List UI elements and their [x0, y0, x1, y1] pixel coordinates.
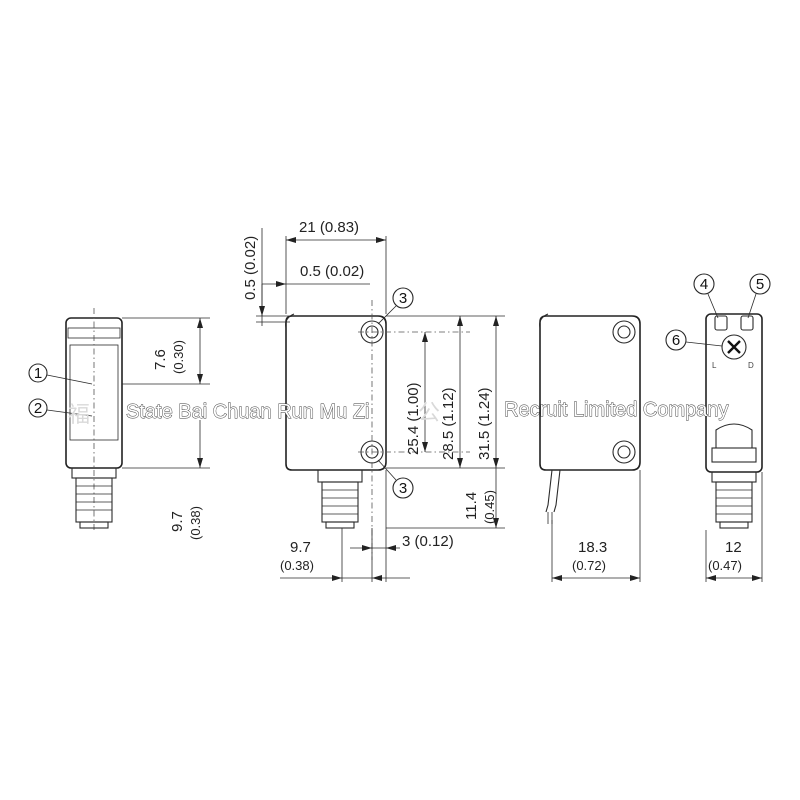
dim-0-5-horizontal: 0.5 (0.02)	[300, 263, 364, 280]
front-view: 7.6 (0.30) 9.7 (0.38) 1 2	[28, 308, 210, 540]
callout-4	[693, 273, 715, 295]
side-view: 21 (0.83) 0.5 (0.02) 0.5 (0.02) 25.4 (1.…	[242, 219, 505, 582]
cable-view-housing	[539, 315, 641, 471]
dim-11-4: 11.4	[463, 492, 480, 520]
rear-connector-body	[715, 481, 753, 523]
rear-view-cable-exit	[715, 423, 753, 448]
callout-2-label: 2	[34, 400, 42, 417]
callout-6-label: 6	[672, 332, 680, 349]
callout-3-top-label: 3	[399, 290, 407, 307]
watermark-left-text: State Bai Chuan Run Mu Zi	[126, 401, 369, 423]
side-connector-collar	[317, 469, 363, 483]
dim-18-3: 18.3	[578, 539, 607, 556]
callout-2	[28, 398, 48, 418]
dim-12: 12	[725, 539, 742, 556]
dim-18-3-inch: (0.72)	[572, 558, 606, 573]
callout-4-label: 4	[700, 276, 708, 293]
dim-9-7-bottom-inch: (0.38)	[280, 558, 314, 573]
dim-21: 21 (0.83)	[299, 219, 359, 236]
callout-3-top	[392, 287, 414, 309]
callout-6	[665, 329, 687, 351]
dim-25-4: 25.4 (1.00)	[405, 382, 422, 455]
dim-11-4-inch: (0.45)	[482, 490, 497, 524]
side-connector-body	[321, 481, 359, 523]
dim-12-inch: (0.47)	[708, 558, 742, 573]
led-indicator-5	[740, 315, 754, 331]
led-indicator-4	[714, 315, 728, 331]
callout-5-label: 5	[756, 276, 764, 293]
switch-label-d: D	[748, 361, 754, 370]
dim-7-6-inch: (0.30)	[171, 340, 186, 374]
adjustment-potentiometer	[721, 334, 747, 360]
switch-label-l: L	[712, 361, 717, 370]
cable	[545, 469, 561, 513]
dim-31-5: 31.5 (1.24)	[476, 387, 493, 460]
dim-9-7-left-inch: (0.38)	[188, 506, 203, 540]
dim-3: 3 (0.12)	[402, 533, 454, 550]
dim-0-5-vertical: 0.5 (0.02)	[242, 236, 259, 300]
watermark: 福 公 State Bai Chuan Run Mu Zi Recruit Li…	[68, 399, 729, 428]
watermark-right-text: Recruit Limited Company	[504, 399, 729, 421]
callout-3-bottom	[392, 477, 414, 499]
callout-3-bottom-label: 3	[399, 480, 407, 497]
dim-9-7-bottom: 9.7	[290, 539, 311, 556]
callout-1	[28, 363, 48, 383]
dim-7-6: 7.6	[152, 349, 169, 370]
side-view-housing	[285, 315, 387, 471]
callout-1-label: 1	[34, 365, 42, 382]
watermark-faint-glyph-mid: 公	[418, 401, 440, 426]
cable-view: 18.3 (0.72)	[539, 313, 641, 582]
dim-28-5: 28.5 (1.12)	[440, 387, 457, 460]
watermark-faint-glyph: 福	[68, 403, 90, 428]
callout-5	[749, 273, 771, 295]
rear-view: L D 12 (0.47) 4 5 6	[665, 273, 771, 582]
dim-9-7-left: 9.7	[169, 511, 186, 532]
